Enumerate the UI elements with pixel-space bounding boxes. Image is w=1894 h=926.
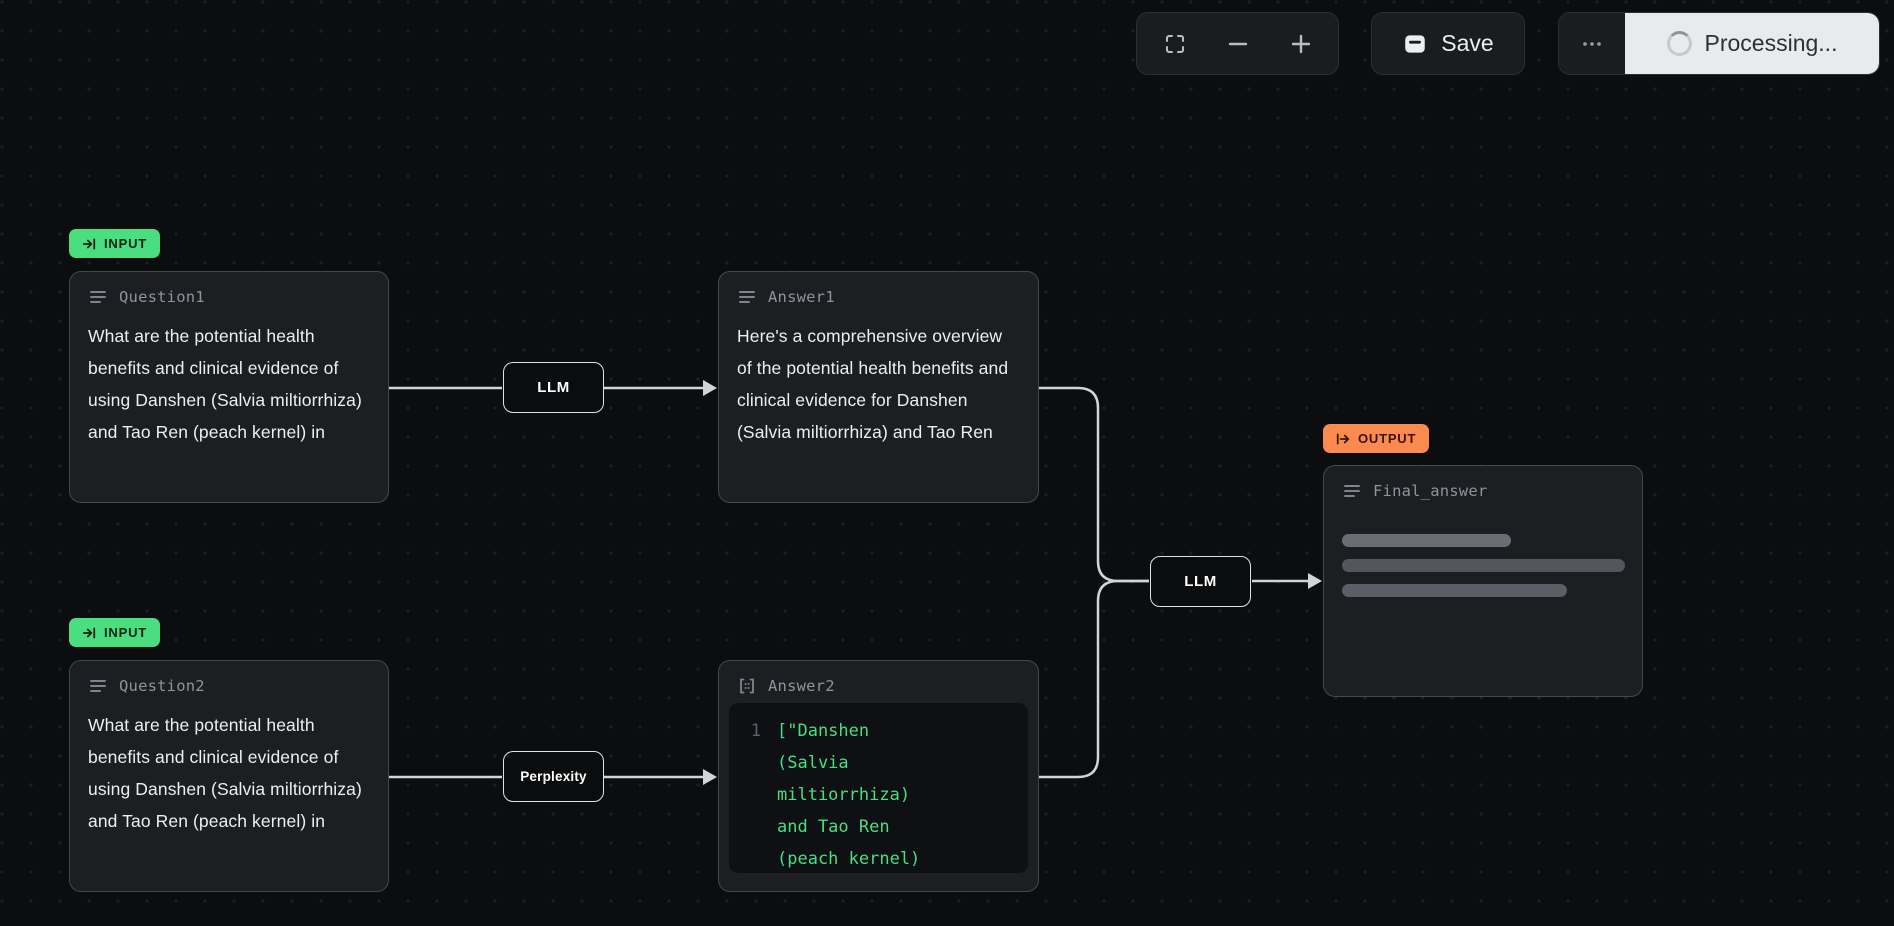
output-badge-label: OUTPUT — [1358, 431, 1417, 446]
arrow-out-of-bar-icon — [1336, 432, 1350, 446]
question1-title: Question1 — [119, 288, 205, 306]
node-llm-1[interactable]: LLM — [503, 362, 604, 413]
question2-header: Question2 — [70, 661, 388, 703]
node-question1[interactable]: Question1 What are the potential health … — [69, 271, 389, 503]
spinner-icon — [1666, 31, 1692, 56]
save-button[interactable]: Save — [1371, 12, 1525, 75]
perplexity-label: Perplexity — [520, 769, 587, 784]
answer2-code-editor: 1 ["Danshen (Salvia miltiorrhiza) and Ta… — [729, 703, 1028, 873]
answer1-title: Answer1 — [768, 288, 835, 306]
line-number: 1 — [750, 721, 761, 741]
edge-answer2-llm2 — [1039, 579, 1149, 779]
answer2-header: Answer2 — [719, 661, 1038, 703]
zoom-out-button[interactable] — [1210, 18, 1266, 70]
final-answer-title: Final_answer — [1373, 482, 1488, 500]
code-line: (Salvia — [777, 753, 849, 773]
fit-view-button[interactable] — [1147, 18, 1203, 70]
node-answer2[interactable]: Answer2 1 ["Danshen (Salvia miltiorrhiza… — [718, 660, 1039, 892]
skeleton-bar — [1342, 559, 1625, 572]
code-line: (peach kernel) — [777, 849, 921, 869]
node-question2[interactable]: Question2 What are the potential health … — [69, 660, 389, 892]
ellipsis-icon — [1580, 32, 1604, 56]
zoom-in-button[interactable] — [1273, 18, 1329, 70]
node-answer1[interactable]: Answer1 Here's a comprehensive overview … — [718, 271, 1039, 503]
llm-2-label: LLM — [1184, 573, 1217, 590]
edge-answer1-llm2 — [1039, 386, 1149, 583]
processing-button[interactable]: Processing... — [1625, 13, 1879, 74]
code-line: 1 ["Danshen — [743, 715, 1014, 747]
node-final-answer[interactable]: Final_answer — [1323, 465, 1643, 697]
llm-1-label: LLM — [537, 379, 570, 396]
code-line: miltiorrhiza) — [777, 785, 911, 805]
node-perplexity[interactable]: Perplexity — [503, 751, 604, 802]
answer1-text: Here's a comprehensive overview of the p… — [737, 326, 1009, 442]
arrow-into-bar-icon — [82, 237, 96, 251]
fit-view-icon — [1163, 32, 1187, 56]
input-badge-label: INPUT — [104, 625, 147, 640]
final-answer-header: Final_answer — [1324, 466, 1642, 508]
node-llm-2[interactable]: LLM — [1150, 556, 1251, 607]
arrow-into-bar-icon — [82, 626, 96, 640]
input-badge-1: INPUT — [69, 229, 160, 258]
answer2-title: Answer2 — [768, 677, 835, 695]
save-icon — [1402, 31, 1428, 57]
processing-button-label: Processing... — [1704, 30, 1838, 56]
minus-icon — [1226, 32, 1250, 56]
more-options-button[interactable] — [1559, 13, 1625, 74]
question1-text: What are the potential health benefits a… — [88, 326, 362, 442]
text-lines-icon — [737, 287, 757, 307]
run-controls: Processing... — [1558, 12, 1880, 75]
arrowhead-final — [1308, 573, 1322, 589]
question2-title: Question2 — [119, 677, 205, 695]
input-badge-2: INPUT — [69, 618, 160, 647]
save-button-label: Save — [1441, 30, 1494, 56]
code-line: and Tao Ren — [777, 817, 890, 837]
arrowhead-answer1 — [703, 380, 717, 396]
question1-header: Question1 — [70, 272, 388, 314]
plus-icon — [1289, 32, 1313, 56]
text-lines-icon — [88, 287, 108, 307]
skeleton-bar — [1342, 584, 1567, 597]
output-badge: OUTPUT — [1323, 424, 1430, 453]
text-lines-icon — [88, 676, 108, 696]
arrowhead-answer2 — [703, 769, 717, 785]
answer1-header: Answer1 — [719, 272, 1038, 314]
zoom-controls — [1136, 12, 1339, 75]
question2-text: What are the potential health benefits a… — [88, 715, 362, 831]
text-lines-icon — [1342, 481, 1362, 501]
input-badge-label: INPUT — [104, 236, 147, 251]
skeleton-bar — [1342, 534, 1511, 547]
brackets-dots-icon — [737, 676, 757, 696]
